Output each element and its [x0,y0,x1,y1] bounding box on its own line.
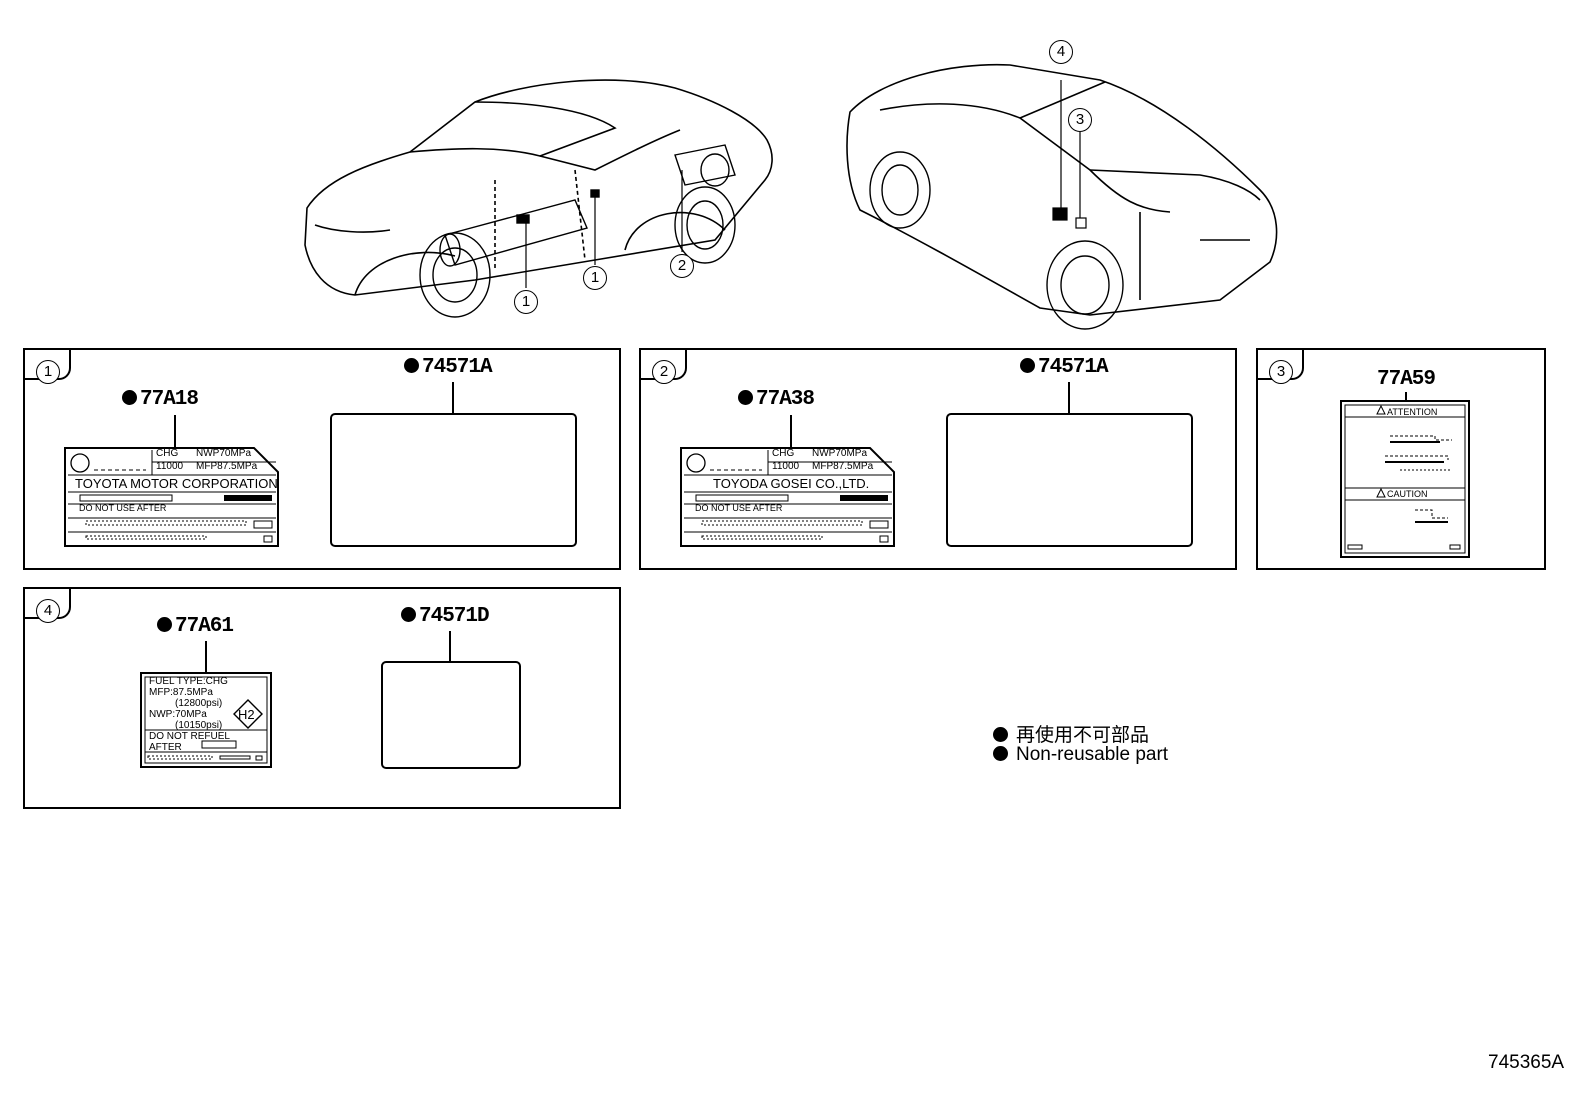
part-number-text: 74571D [419,605,490,628]
part-number-77A38: 77A38 [738,388,815,411]
panel-index: 3 [1269,360,1293,384]
fuel-line-5: (10150psi) [175,720,223,731]
leader-line [1405,392,1407,402]
callout-4: 4 [1049,40,1073,64]
non-reusable-dot-icon [404,358,419,373]
blank-label-74571D [381,661,521,769]
label-row1-a: CHG [156,448,179,459]
legend-jp-text: 再使用不可部品 [1016,725,1150,746]
part-number-text: 77A18 [140,388,199,411]
vehicle-illustration-rear [846,63,1278,330]
label-panel-2: 2 77A38 CHG NWP70MPa 11000 MFP87.5MPa TO… [639,348,1237,570]
callout-1-front: 1 [514,290,538,314]
label-panel-1: 1 77A18 CHG NWP70MPa 11000 MFP87.5MPa TO… [23,348,621,570]
tank-label-77A18 [64,447,279,547]
callout-3: 3 [1068,108,1092,132]
non-reusable-dot-icon [1020,358,1035,373]
part-number-74571D: 74571D [401,605,490,628]
non-reusable-dot-icon [122,390,137,405]
label-expiry: DO NOT USE AFTER [79,503,167,513]
part-number-text: 74571A [422,356,493,379]
h2-badge: H2 [238,707,255,722]
attention-heading: ATTENTION [1387,407,1438,417]
non-reusable-dot-icon [738,390,753,405]
tank-label-77A38 [680,447,895,547]
non-reusable-dot-icon [401,607,416,622]
fuel-label-77A61 [140,672,272,768]
leader-line [1068,382,1070,414]
blank-label-74571A [330,413,577,547]
label-maker: TOYODA GOSEI CO.,LTD. [713,476,870,491]
legend-jp: 再使用不可部品 [993,720,1149,747]
non-reusable-dot-icon [157,617,172,632]
fuel-line-3: (12800psi) [175,698,223,709]
part-number-77A59: 77A59 [1377,368,1436,391]
part-number-74571A: 74571A [404,356,493,379]
figure-id: 745365A [1488,1052,1565,1073]
part-number-77A61: 77A61 [157,615,234,638]
label-row2-a: 11000 [772,461,800,472]
label-row2-a: 11000 [156,461,184,472]
part-number-text: 77A61 [175,615,234,638]
callout-2: 2 [670,254,694,278]
part-number-74571A: 74571A [1020,356,1109,379]
blank-label-74571A [946,413,1193,547]
leader-line [790,415,792,447]
fuel-line-4: NWP:70MPa [149,709,207,720]
label-expiry: DO NOT USE AFTER [695,503,783,513]
label-panel-4: 4 77A61 FUEL TYPE:CHG MFP:87.5MPa (12800… [23,587,621,809]
leader-line [174,415,176,447]
fuel-line-2: MFP:87.5MPa [149,687,213,698]
label-row1-a: CHG [772,448,795,459]
callout-1-rear: 1 [583,266,607,290]
panel-index: 1 [36,360,60,384]
label-panel-3: 3 77A59 ATTENTION CAUTION [1256,348,1546,570]
fuel-line-7: AFTER [149,742,182,753]
part-number-text: 77A38 [756,388,815,411]
part-number-text: 74571A [1038,356,1109,379]
leader-line [205,641,207,673]
fuel-line-6: DO NOT REFUEL [149,731,230,742]
part-number-77A18: 77A18 [122,388,199,411]
vehicle-illustration-front [304,79,773,318]
label-row2-b: MFP87.5MPa [196,461,258,472]
panel-index: 4 [36,599,60,623]
non-reusable-dot-icon [993,746,1008,761]
legend-en: Non-reusable part [993,744,1168,766]
label-maker: TOYOTA MOTOR CORPORATION [75,476,278,491]
legend-en-text: Non-reusable part [1016,744,1169,765]
panel-index: 2 [652,360,676,384]
leader-line [452,382,454,414]
label-row1-b: NWP70MPa [812,448,868,459]
part-number-text: 77A59 [1377,368,1436,391]
caution-heading: CAUTION [1387,489,1428,499]
label-row1-b: NWP70MPa [196,448,252,459]
fuel-line-1: FUEL TYPE:CHG [149,676,228,687]
warning-label-77A59 [1340,400,1470,558]
leader-line [449,631,451,663]
non-reusable-dot-icon [993,727,1008,742]
label-row2-b: MFP87.5MPa [812,461,874,472]
